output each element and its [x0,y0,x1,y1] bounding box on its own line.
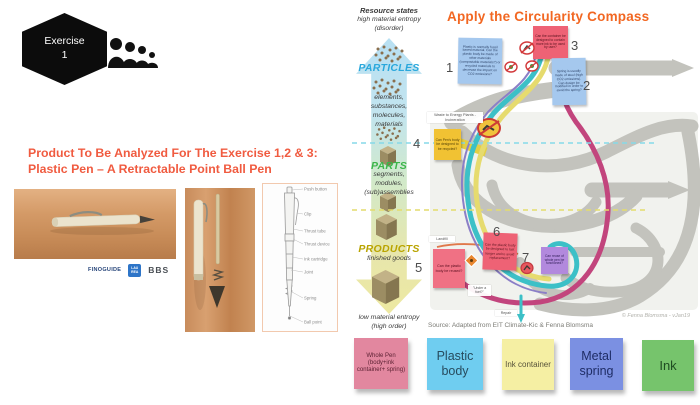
pen-label-joint: Joint [304,270,314,275]
compass-note-7: Can reuse of whole pen be functioned? [541,247,568,274]
under-a-fuel-label: "Under a fuel?" [468,285,491,296]
axis-resource-states: Resource states [360,6,418,15]
circularity-compass-flows: © Fenna Blomsma - vJan19 Source: Adapted… [352,49,700,329]
pen-label-ink-cartridge: Ink cartridge [304,257,328,262]
pen-parts-photo [185,188,255,332]
axis-products-desc: finished goods [367,255,411,262]
source-note: Source: Adapted from EIT Climate-Kic & F… [428,322,593,329]
pen-label-clip: Clip [304,212,312,217]
axis-particles-desc3: molecules, [372,112,406,119]
bottom-note-plastic-body: Plastic body [427,338,483,390]
bbs-logo: BBS [148,265,170,275]
logo-row: FINOGUIDE LAU REA BBS [88,262,169,278]
axis-disorder: (disorder) [374,25,404,32]
compass-note-1: Plastic is normally fossil based materia… [457,37,503,85]
compass-note-2: Spring is usually made of steel (high CO… [551,57,587,106]
exercise-badge-number: 1 [61,49,68,61]
pen-label-thrust-device: Thrust device [304,242,330,247]
pen-label-thrust-tube: Thrust tube [304,229,326,234]
bottom-note-whole-pen: Whole Pen (body+ink container+ spring) [354,338,408,389]
product-heading-line2: Plastic Pen – A Retractable Point Ball P… [28,161,272,176]
pen-label-push-button: Push button [304,187,328,192]
compass-note-5: Can the plastic body be reused? [433,249,465,288]
compass-note-6: Can the plastic body be designed to last… [482,232,518,271]
product-heading: Product To Be Analyzed For The Exercise … [28,146,333,178]
pen-label-spring: Spring [304,296,317,301]
bottom-note-ink-container: Ink container [502,339,554,390]
axis-high-entropy: high material entropy [357,16,421,23]
repair-label: Repair [495,310,517,317]
landfill-label: Landfill [429,236,455,243]
pen-technical-diagram: Push button Clip Thrust tube Thrust devi… [262,183,338,332]
compass-note-3: Can the container be designed to contain… [533,26,568,59]
axis-high-order: (high order) [371,323,407,330]
people-group-icon [108,38,158,68]
axis-parts-desc3: (sub)assemblies [364,189,414,196]
axis-level-parts: PARTS [370,160,408,172]
pen-label-ball-point: Ball point [304,320,322,325]
axis-particles-desc4: materials [375,121,403,128]
axis-particles-desc1: elements, [374,94,404,101]
pen-technical-drawing: Push button Clip Thrust tube Thrust devi… [284,187,330,325]
laurea-logo: LAU REA [128,263,142,277]
exercise-badge: Exercise 1 [22,13,107,85]
waste-to-energy-label: Waste to Energy Plants - Incineration [427,112,483,124]
pen-photo-drawing [50,211,155,235]
laurea-logo-line1: LAU [131,265,139,270]
compass-note-4: Can Pen's body be designed to be recycle… [434,129,461,160]
axis-low-entropy: low material entropy [358,314,420,321]
axis-parts-desc2: modules, [375,180,403,187]
bottom-note-ink: Ink [642,340,694,391]
exercise-badge-title: Exercise [44,35,85,48]
product-heading-line1: Product To Be Analyzed For The Exercise … [28,146,318,160]
axis-level-particles: PARTICLES [358,62,420,74]
axis-level-products: PRODUCTS [358,243,420,255]
watermark: © Fenna Blomsma - vJan19 [622,312,690,319]
laurea-logo-line2: REA [131,270,139,274]
axis-parts-desc1: segments, [373,171,405,178]
pen-photo-horizontal [14,189,176,259]
finoguide-logo: FINOGUIDE [88,267,122,273]
pen-parts-drawing [193,193,225,310]
axis-particles-desc2: substances, [370,103,408,110]
compass-title: Apply the Circularity Compass [447,9,650,24]
bottom-note-metal-spring: Metal spring [570,338,623,390]
